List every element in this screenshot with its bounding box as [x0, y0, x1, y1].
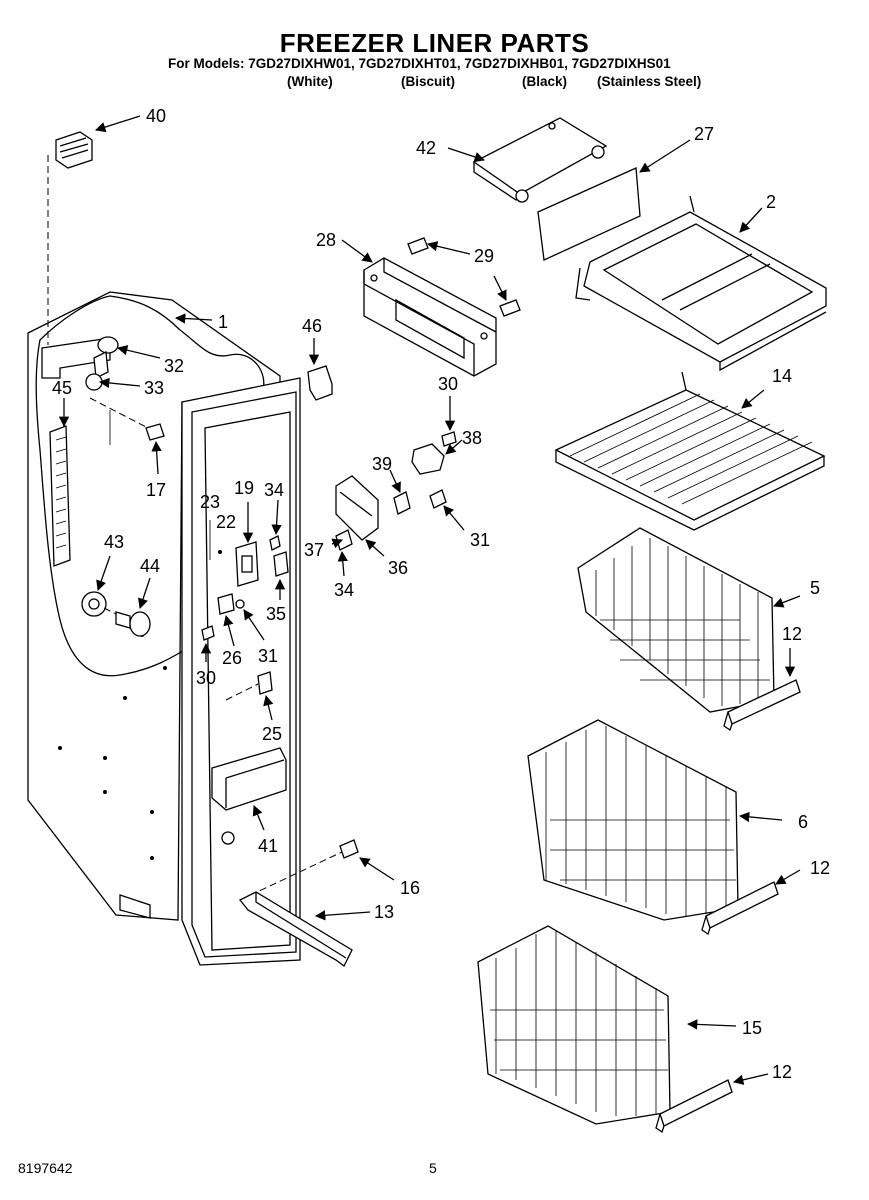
- part-36-control-housing: [335, 475, 447, 551]
- model-list: For Models: 7GD27DIXHW01, 7GD27DIXHT01, …: [168, 56, 671, 71]
- callout-38: 38: [462, 428, 482, 448]
- color-black: (Black): [522, 74, 568, 89]
- page-title: FREEZER LINER PARTS: [279, 28, 590, 58]
- callout-33: 33: [144, 378, 164, 398]
- callout-44: 44: [140, 556, 160, 576]
- callout-40: 40: [146, 106, 166, 126]
- callout-46: 46: [302, 316, 322, 336]
- part-16-screw: [239, 839, 359, 901]
- callout-23: 23: [200, 492, 220, 512]
- part-17-clip: [89, 397, 165, 445]
- callout-27: 27: [694, 124, 714, 144]
- part-2-top-tray: [575, 195, 827, 372]
- color-biscuit: (Biscuit): [401, 74, 455, 89]
- part-13-bottom-rail: [238, 891, 353, 967]
- callout-12a: 12: [782, 624, 802, 644]
- callout-2: 2: [766, 192, 776, 212]
- callout-29: 29: [474, 246, 494, 266]
- callout-32: 32: [164, 356, 184, 376]
- freezer-liner-cabinet: [27, 291, 301, 966]
- callout-30b: 30: [196, 668, 216, 688]
- callout-6: 6: [798, 812, 808, 832]
- part-15-wire-basket: [477, 925, 671, 1125]
- callout-31b: 31: [258, 646, 278, 666]
- callout-30: 30: [438, 374, 458, 394]
- part-27-panel: [537, 167, 641, 261]
- callout-42: 42: [416, 138, 436, 158]
- part-12-trim-strips: [655, 679, 801, 1134]
- callout-39: 39: [372, 454, 392, 474]
- callout-34a: 34: [264, 480, 284, 500]
- part-42-hinge-plate: [472, 117, 608, 203]
- part-32-33-light-socket: [85, 336, 119, 391]
- callout-17: 17: [146, 480, 166, 500]
- callout-37: 37: [304, 540, 324, 560]
- part-14-wire-shelf: [554, 371, 826, 531]
- callout-31a: 31: [470, 530, 490, 550]
- control-components: [201, 520, 289, 701]
- callout-35: 35: [266, 604, 286, 624]
- callout-1: 1: [218, 312, 228, 332]
- callout-45: 45: [52, 378, 72, 398]
- part-6-wire-basket: [527, 719, 739, 921]
- part-43-44-bulb: [81, 591, 151, 637]
- callout-41: 41: [258, 836, 278, 856]
- callout-34b: 34: [334, 580, 354, 600]
- page-number: 5: [429, 1160, 437, 1176]
- callout-5: 5: [810, 578, 820, 598]
- callout-36: 36: [388, 558, 408, 578]
- callout-15: 15: [742, 1018, 762, 1038]
- callout-28: 28: [316, 230, 336, 250]
- part-41-duct-cover: [211, 747, 287, 811]
- callout-14: 14: [772, 366, 792, 386]
- part-28-bracket: [363, 257, 497, 377]
- leader-lines: [58, 115, 801, 1085]
- part-40-clip: [55, 131, 93, 169]
- part-46-clip: [307, 365, 333, 401]
- callout-25: 25: [262, 724, 282, 744]
- part-45-vent-strip: [49, 425, 71, 567]
- color-white: (White): [287, 74, 333, 89]
- color-stainless-steel: (Stainless Steel): [597, 74, 702, 89]
- callout-12c: 12: [772, 1062, 792, 1082]
- part-5-wire-basket: [577, 527, 775, 713]
- callout-43: 43: [104, 532, 124, 552]
- part-38-bracket: [411, 431, 457, 475]
- callout-labels: 40 42 27 2 28 29 1 46 32 33 45 30 38 14 …: [52, 106, 830, 1082]
- callout-19: 19: [234, 478, 254, 498]
- callout-13: 13: [374, 902, 394, 922]
- callout-26: 26: [222, 648, 242, 668]
- document-number: 8197642: [18, 1160, 73, 1176]
- callout-16: 16: [400, 878, 420, 898]
- callout-12b: 12: [810, 858, 830, 878]
- callout-22: 22: [216, 512, 236, 532]
